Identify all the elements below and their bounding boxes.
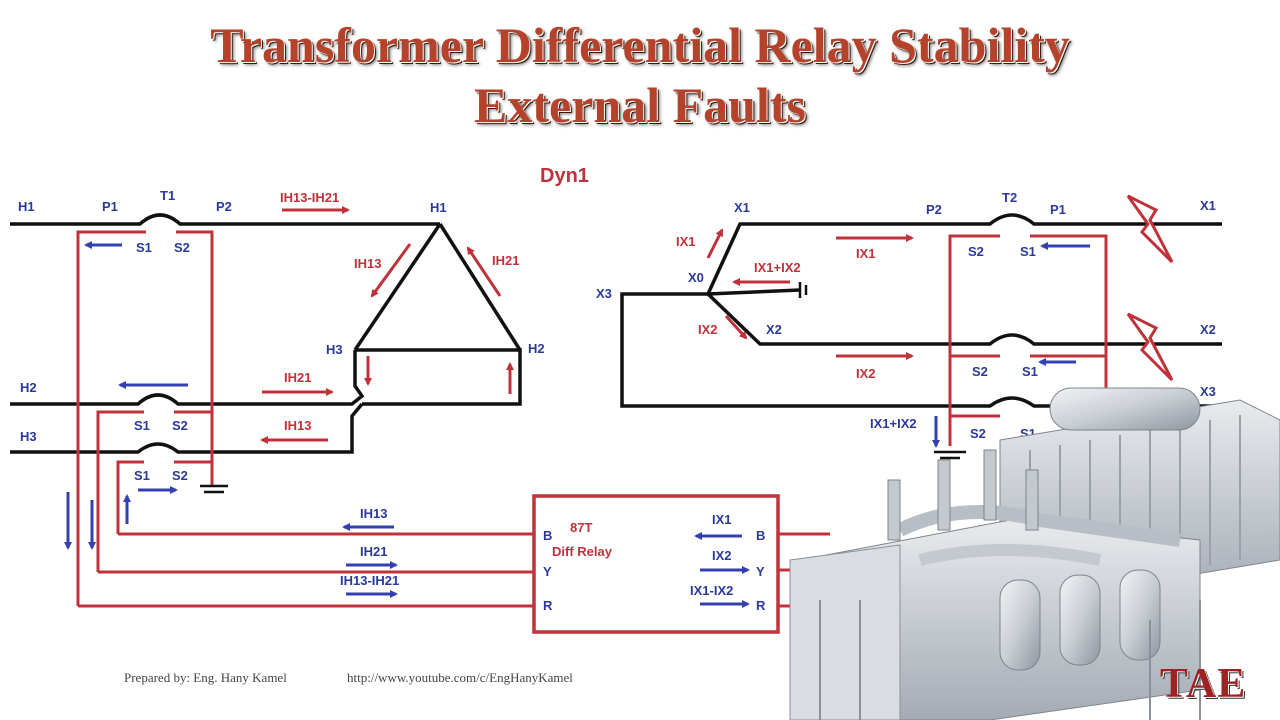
hv-ct1-s1-label: S1	[136, 240, 152, 255]
lv-ix1-label: IX1	[676, 234, 696, 249]
lv-neutral-current-label: IX1+IX2	[754, 260, 801, 275]
relay-name: 87T	[570, 520, 592, 535]
relay-left-terminal-b: B	[543, 528, 552, 543]
hv-ct2-s1-label: S1	[134, 418, 150, 433]
vector-group-label: Dyn1	[540, 165, 589, 187]
relay-left-terminal-y: Y	[543, 564, 552, 579]
hv-ct1-s2-label: S2	[174, 240, 190, 255]
relay-right-current-r-label: IX1-IX2	[690, 583, 733, 598]
hv-line-h1-current-label: IH13-IH21	[280, 190, 339, 205]
hv-ct2-s2-label: S2	[172, 418, 188, 433]
lv-ix1-arrow	[706, 228, 724, 259]
delta-node-h1-label: H1	[430, 200, 447, 215]
diff-relay-87t: 87T Diff Relay B Y R B Y R IX1 IX2 IX1-I…	[532, 494, 780, 634]
hv-ct3-s2-label: S2	[172, 468, 188, 483]
lv-earth-current-label: IX1+IX2	[870, 416, 917, 431]
lv-ct2-s1-label: S1	[1022, 364, 1038, 379]
lv-ct2-s2-label: S2	[972, 364, 988, 379]
delta-node-h3-label: H3	[326, 342, 343, 357]
fault-x2-lightning-icon	[1126, 312, 1174, 382]
hv-winding-h13-arrow	[370, 243, 412, 298]
hv-ct-p2-label: P2	[216, 199, 232, 214]
lv-ct1-s2-label: S2	[968, 244, 984, 259]
lv-ct-wiring	[948, 234, 1108, 446]
lv-ix2-arrow	[724, 314, 748, 340]
relay-right-current-y-label: IX2	[712, 548, 732, 563]
hv-ct-name-label: T1	[160, 188, 175, 203]
relay-left-terminal-r: R	[543, 598, 553, 613]
hv-winding-h21-arrow	[466, 246, 502, 297]
relay-left-current-r-label: IH13-IH21	[340, 573, 399, 588]
power-transformer-illustration	[789, 387, 1280, 720]
lv-ct3-s2-label: S2	[970, 426, 986, 441]
hv-conductors	[10, 213, 522, 454]
lv-ct-earth-symbol	[934, 450, 966, 460]
fault-x1-lightning-icon	[1126, 194, 1174, 264]
relay-right-terminal-y: Y	[756, 564, 765, 579]
relay-right-current-b-label: IX1	[712, 512, 732, 527]
tae-logo: TAE	[1160, 661, 1247, 707]
relay-left-current-y-label: IH21	[360, 544, 387, 559]
relay-subtitle: Diff Relay	[552, 544, 613, 559]
page-title: Transformer Differential Relay Stability	[210, 17, 1070, 73]
relay-right-terminal-r: R	[756, 598, 766, 613]
star-node-x1-label: X1	[734, 200, 750, 215]
lv-line-x2-current-label: IX2	[856, 366, 876, 381]
lv-neutral-earth-symbol	[798, 282, 808, 298]
lv-phase-label-x3: X3	[1200, 384, 1216, 399]
delta-node-h2-label: H2	[528, 341, 545, 356]
lv-ct-p1-label: P1	[1050, 202, 1066, 217]
lv-ix2-label: IX2	[698, 322, 718, 337]
star-node-x0-label: X0	[688, 270, 704, 285]
hv-winding-h13-label: IH13	[354, 256, 381, 271]
star-node-x2-label: X2	[766, 322, 782, 337]
hv-ct-earth-symbol	[200, 484, 228, 494]
lv-phase-label-x2: X2	[1200, 322, 1216, 337]
footer-author: Prepared by: Eng. Hany Kamel	[124, 670, 287, 685]
lv-ct-name-label: T2	[1002, 190, 1017, 205]
relay-right-terminal-b: B	[756, 528, 765, 543]
hv-ct3-s1-label: S1	[134, 468, 150, 483]
hv-phase-label-h3: H3	[20, 429, 37, 444]
hv-ct-wiring	[76, 230, 534, 608]
lv-conductors	[620, 213, 1222, 408]
lv-ct1-s1-label: S1	[1020, 244, 1036, 259]
star-node-x3-label: X3	[596, 286, 612, 301]
hv-line-h2-current-label: IH21	[284, 370, 311, 385]
hv-line-h3-current-label: IH13	[284, 418, 311, 433]
hv-phase-label-h2: H2	[20, 380, 37, 395]
hv-ct-p1-label: P1	[102, 199, 118, 214]
relay-left-current-b-label: IH13	[360, 506, 387, 521]
page-subtitle: External Faults	[474, 77, 806, 133]
footer-url-link[interactable]: http://www.youtube.com/c/EngHanyKamel	[347, 670, 573, 685]
lv-phase-label-x1: X1	[1200, 198, 1216, 213]
lv-line-x1-current-label: IX1	[856, 246, 876, 261]
hv-phase-label-h1: H1	[18, 199, 35, 214]
lv-ct-p2-label: P2	[926, 202, 942, 217]
hv-winding-h21-label: IH21	[492, 253, 519, 268]
